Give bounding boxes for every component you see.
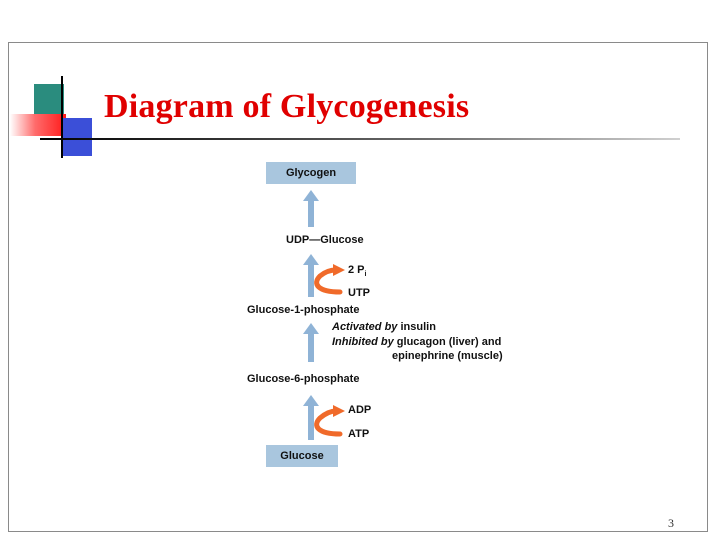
activated-by-line: Activated by insulin xyxy=(332,321,436,333)
inhibited-by-line: Inhibited by glucagon (liver) and xyxy=(332,336,501,348)
pi-label: 2 Pi xyxy=(348,264,366,278)
logo-square-blue xyxy=(62,118,92,156)
slide-frame xyxy=(8,42,708,532)
glucose-label: Glucose xyxy=(280,450,324,462)
glucose-box: Glucose xyxy=(266,445,338,467)
glucose-1-phosphate-label: Glucose-1-phosphate xyxy=(247,304,360,316)
inhibited-by-line2: epinephrine (muscle) xyxy=(392,350,503,362)
page-number: 3 xyxy=(668,516,674,530)
activated-by-rest: insulin xyxy=(397,321,436,333)
pi-text: 2 P xyxy=(348,264,365,276)
logo-square-red xyxy=(10,114,66,136)
inhibited-by-prefix: Inhibited by xyxy=(332,336,394,348)
udp-glucose-label: UDP—Glucose xyxy=(286,234,364,246)
adp-label: ADP xyxy=(348,404,372,416)
pi-subscript: i xyxy=(364,271,367,279)
glucose-6-phosphate-label: Glucose-6-phosphate xyxy=(247,373,360,385)
glycogen-label: Glycogen xyxy=(285,167,337,179)
glycogen-box: Glycogen xyxy=(266,162,356,184)
atp-label: ATP xyxy=(348,428,370,440)
logo-square-teal xyxy=(34,84,64,116)
logo-vertical-line xyxy=(61,76,63,158)
inhibited-by-rest: glucagon (liver) and xyxy=(393,336,502,348)
utp-label: UTP xyxy=(348,287,370,299)
activated-by-prefix: Activated by xyxy=(332,321,398,333)
title-underline xyxy=(40,138,680,140)
slide-title: Diagram of Glycogenesis xyxy=(104,88,470,125)
